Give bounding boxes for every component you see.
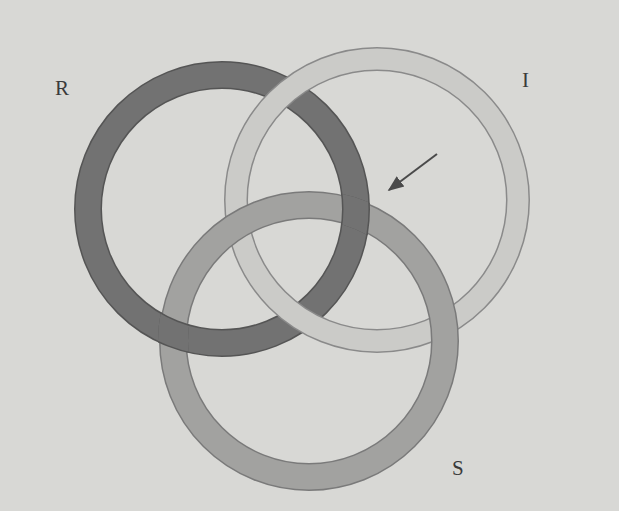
ring-label: S <box>452 458 464 479</box>
ring-r-over <box>88 75 356 343</box>
ring-label: R <box>55 78 69 99</box>
pointer-arrow <box>389 154 437 190</box>
ring-label: I <box>522 70 529 91</box>
ring-s <box>173 205 445 477</box>
